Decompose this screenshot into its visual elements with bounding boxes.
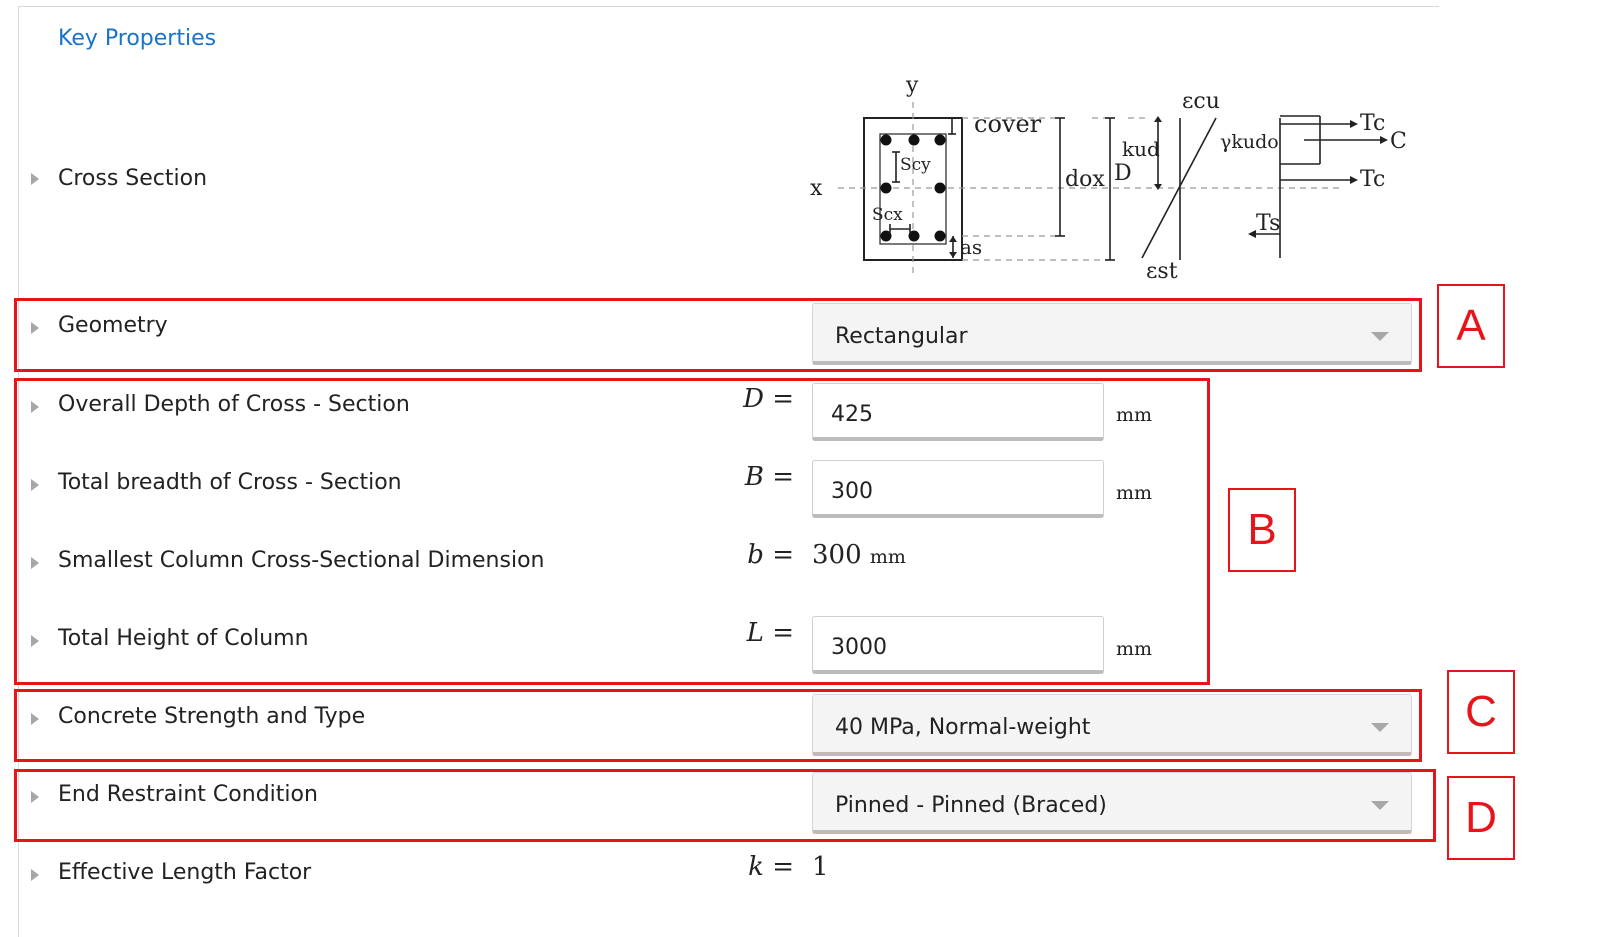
cross-section-diagram: y x cover Scy Scx as dox D kud εcu εst γ…	[810, 73, 1407, 284]
chevron-down-icon[interactable]	[1371, 801, 1389, 810]
depth-expand-icon[interactable]	[31, 401, 39, 413]
annotation-box-d	[14, 769, 1436, 842]
smallest-dim-expand-icon[interactable]	[31, 557, 39, 569]
diagram-label-scy: Scy	[900, 155, 931, 175]
diagram-label-ecu: εcu	[1182, 89, 1220, 114]
smallest-dim-label: Smallest Column Cross-Sectional Dimensio…	[58, 548, 545, 573]
annotation-box-a	[14, 298, 1422, 372]
depth-label: Overall Depth of Cross - Section	[58, 392, 410, 417]
geometry-select-value: Rectangular	[835, 324, 968, 349]
annotation-box-b	[14, 378, 1210, 685]
diagram-label-as: as	[960, 235, 982, 259]
breadth-symbol: B =	[744, 462, 794, 492]
section-title[interactable]: Key Properties	[58, 26, 217, 51]
annotation-label-d: D	[1447, 776, 1515, 860]
restraint-label: End Restraint Condition	[58, 782, 318, 807]
annotation-label-c: C	[1447, 670, 1515, 754]
breadth-unit: mm	[1116, 482, 1153, 504]
height-expand-icon[interactable]	[31, 635, 39, 647]
diagram-label-kud: kud	[1122, 137, 1160, 161]
diagram-label-cover: cover	[974, 110, 1042, 138]
breadth-input[interactable]: 300	[812, 460, 1104, 518]
annotation-label-b: B	[1228, 488, 1296, 572]
diagram-label-c: C	[1390, 129, 1407, 154]
chevron-down-icon[interactable]	[1371, 332, 1389, 341]
cross-section-expand-icon[interactable]	[31, 173, 39, 185]
concrete-expand-icon[interactable]	[31, 713, 39, 725]
key-properties-panel	[18, 6, 1439, 937]
breadth-label: Total breadth of Cross - Section	[58, 470, 402, 495]
depth-unit: mm	[1116, 404, 1153, 426]
concrete-select-value: 40 MPa, Normal-weight	[835, 715, 1091, 740]
smallest-dim-value: 300 mm	[812, 540, 906, 570]
diagram-label-ts: Ts	[1256, 211, 1280, 236]
diagram-label-y: y	[905, 73, 919, 98]
restraint-select[interactable]: Pinned - Pinned (Braced)	[812, 772, 1412, 834]
annotation-box-c	[14, 689, 1422, 762]
k-factor-expand-icon[interactable]	[31, 869, 39, 881]
k-factor-symbol: k =	[748, 852, 794, 882]
k-factor-label: Effective Length Factor	[58, 860, 312, 885]
restraint-expand-icon[interactable]	[31, 791, 39, 803]
height-input[interactable]: 3000	[812, 616, 1104, 674]
concrete-label: Concrete Strength and Type	[58, 704, 366, 729]
diagram-label-x: x	[810, 176, 823, 201]
breadth-expand-icon[interactable]	[31, 479, 39, 491]
cross-section-label: Cross Section	[58, 166, 208, 191]
k-factor-value: 1	[812, 852, 829, 882]
height-label: Total Height of Column	[58, 626, 309, 651]
diagram-label-scx: Scx	[872, 205, 903, 225]
depth-symbol: D =	[743, 384, 794, 414]
diagram-label-gamma: γkudo	[1220, 131, 1279, 153]
diagram-label-dox: dox	[1065, 167, 1105, 192]
height-symbol: L =	[746, 618, 794, 648]
restraint-select-value: Pinned - Pinned (Braced)	[835, 793, 1107, 818]
diagram-label-est: εst	[1146, 259, 1178, 284]
geometry-expand-icon[interactable]	[31, 322, 39, 334]
height-unit: mm	[1116, 638, 1153, 660]
geometry-label: Geometry	[58, 313, 168, 338]
diagram-label-d: D	[1114, 161, 1132, 186]
depth-input[interactable]: 425	[812, 383, 1104, 441]
geometry-select[interactable]: Rectangular	[812, 303, 1412, 365]
concrete-select[interactable]: 40 MPa, Normal-weight	[812, 694, 1412, 756]
smallest-dim-symbol: b =	[747, 540, 794, 570]
diagram-label-tc-bottom: Tc	[1360, 167, 1385, 192]
annotation-label-a: A	[1437, 284, 1505, 368]
diagram-label-tc-top: Tc	[1360, 111, 1385, 136]
chevron-down-icon[interactable]	[1371, 723, 1389, 732]
